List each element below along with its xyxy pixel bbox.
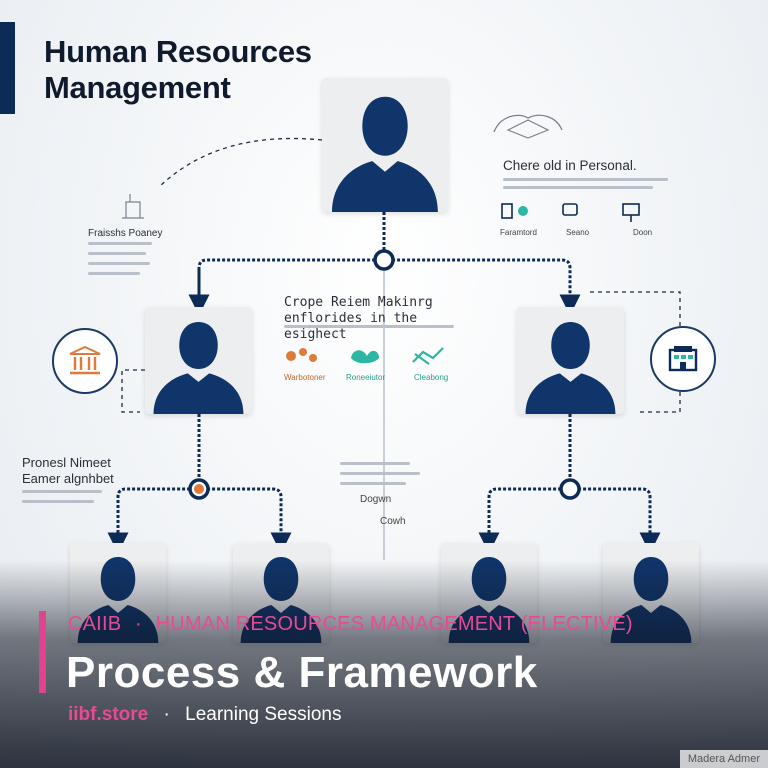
icon-label: Cleabong <box>414 373 449 382</box>
junction-right <box>559 478 581 500</box>
person-avatar-icon <box>332 96 438 212</box>
junction-top <box>373 249 395 271</box>
kicker-separator: · <box>135 613 142 635</box>
kicker-subject: HUMAN RESOURCES MANAGEMENT (ELECTIVE) <box>155 613 633 635</box>
title-line-2: Management <box>44 70 231 105</box>
icon-label: Faramtord <box>500 228 537 237</box>
kicker-course: CAIIB <box>68 613 122 635</box>
overlay-footer: iibf.store · Learning Sessions <box>68 704 341 726</box>
person-card-mid-right <box>517 307 624 414</box>
center-small-note: Cowh <box>380 516 406 527</box>
overlay-kicker: CAIIB · HUMAN RESOURCES MANAGEMENT (ELEC… <box>68 613 633 636</box>
office-building-icon <box>650 326 716 392</box>
document-sketch-icon <box>122 194 144 219</box>
faint-text-line <box>88 252 146 255</box>
corner-tag: Madera Admer <box>679 750 768 768</box>
faint-text-line <box>88 272 140 275</box>
footer-separator: · <box>163 704 170 725</box>
note-top-right: Chere old in Personal. <box>503 158 637 173</box>
person-avatar-icon <box>525 321 616 414</box>
faint-text-line <box>22 490 102 493</box>
faint-text-line <box>340 462 410 465</box>
title-line-1: Human Resources <box>44 34 312 69</box>
small-icon-row <box>501 203 640 222</box>
note-center: Crope Reiem Makinrg enflorides in the es… <box>284 295 433 342</box>
center-icon-row <box>286 347 444 365</box>
icon-label: Roneeiutor <box>346 373 386 382</box>
faint-text-line <box>340 472 420 475</box>
center-small-note: Dogwn <box>360 494 392 505</box>
person-avatar-icon <box>153 321 244 414</box>
icon-label: Warbotoner <box>284 373 326 382</box>
note-left-lower: Pronesl Nimeet Eamer algnhbet <box>22 455 114 486</box>
handshake-sketch-icon <box>493 114 563 139</box>
person-card-top <box>322 78 448 212</box>
site-link[interactable]: iibf.store <box>68 704 149 725</box>
faint-text-line <box>284 325 454 328</box>
bottom-overlay <box>0 560 768 768</box>
icon-label: Doon <box>633 228 653 237</box>
faint-text-line <box>503 186 653 189</box>
note-left-upper: Fraisshs Poaney <box>88 228 163 239</box>
overlay-headline: Process & Framework <box>66 648 538 697</box>
faint-text-line <box>503 178 668 181</box>
faint-text-line <box>340 482 406 485</box>
title-accent-bar <box>0 22 15 114</box>
session-label: Learning Sessions <box>185 704 342 725</box>
overlay-accent-bar <box>39 611 46 693</box>
faint-text-line <box>88 242 152 245</box>
faint-text-line <box>22 500 94 503</box>
faint-text-line <box>88 262 150 265</box>
icon-label: Seano <box>566 228 590 237</box>
bank-icon <box>52 328 118 394</box>
page-title: Human Resources Management <box>44 34 312 106</box>
person-card-mid-left <box>145 307 252 414</box>
